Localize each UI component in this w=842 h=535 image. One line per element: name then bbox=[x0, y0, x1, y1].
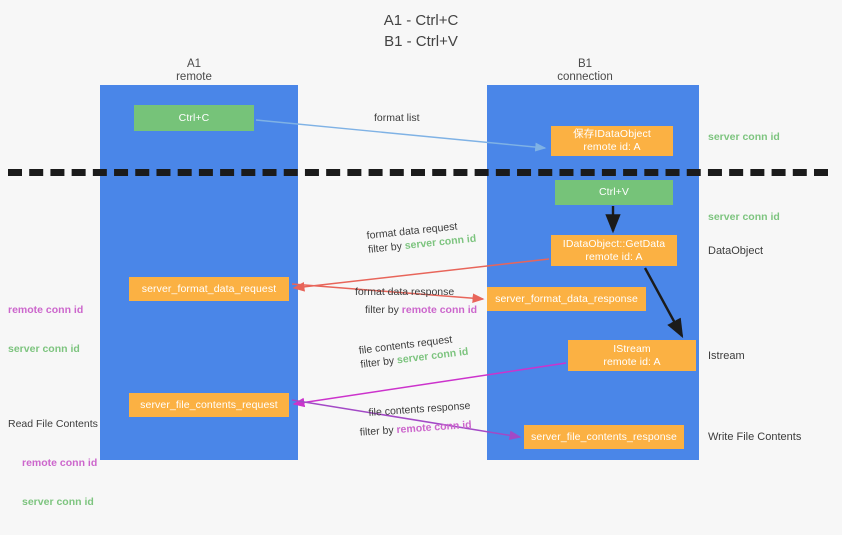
caption-file-contents-response-line1: file contents response bbox=[368, 399, 471, 419]
caption-format-data-response: format data response filter by remote co… bbox=[355, 285, 477, 317]
label-write-file-contents: Write File Contents bbox=[708, 431, 802, 443]
filter-by-text: filter by bbox=[365, 304, 402, 316]
filter-key-remote-conn-id: remote conn id bbox=[401, 304, 478, 316]
label-left-conn-ids-1: remote conn id server conn id bbox=[8, 278, 83, 382]
label-dataobject: DataObject bbox=[708, 245, 764, 257]
caption-format-list: format list bbox=[374, 112, 420, 124]
box-server-file-contents-request-label: server_file_contents_request bbox=[140, 398, 278, 411]
box-ctrl-v[interactable]: Ctrl+V bbox=[555, 180, 673, 205]
caption-format-data-response-line1: format data response bbox=[355, 286, 455, 298]
box-idataobject-getdata[interactable]: IDataObject::GetData remote id: A bbox=[551, 235, 677, 266]
box-server-file-contents-response-label: server_file_contents_response bbox=[531, 430, 677, 443]
caption-file-contents-request: file contents request filter by server c… bbox=[358, 331, 469, 372]
label-server-conn-id-1: server conn id bbox=[8, 343, 80, 355]
filter-by-text: filter by bbox=[359, 424, 397, 439]
caption-file-contents-response: file contents response filter by remote … bbox=[359, 399, 472, 439]
dashed-divider bbox=[8, 169, 828, 176]
label-server-conn-id-top: server conn id bbox=[708, 131, 780, 143]
label-istream: Istream bbox=[708, 350, 745, 362]
page-title: A1 - Ctrl+C B1 - Ctrl+V bbox=[383, 12, 459, 50]
box-ctrl-v-label: Ctrl+V bbox=[598, 186, 630, 198]
box-idataobject-getdata-line1: IDataObject::GetData bbox=[562, 237, 666, 250]
box-istream-line2: remote id: A bbox=[603, 355, 661, 368]
box-ctrl-c-label: Ctrl+C bbox=[178, 111, 210, 124]
column-header-a1: A1 remote bbox=[176, 58, 212, 83]
box-idataobject-getdata-line2: remote id: A bbox=[585, 250, 643, 263]
label-remote-conn-id-1: remote conn id bbox=[8, 304, 84, 316]
filter-by-text: filter by bbox=[359, 354, 398, 371]
label-remote-conn-id-2: remote conn id bbox=[22, 457, 98, 469]
label-server-conn-id-mid: server conn id bbox=[708, 211, 780, 223]
label-server-conn-id-2: server conn id bbox=[22, 496, 94, 508]
caption-format-data-request: format data request filter by server con… bbox=[366, 218, 477, 257]
box-server-file-contents-request[interactable]: server_file_contents_request bbox=[129, 393, 289, 417]
box-istream[interactable]: IStream remote id: A bbox=[568, 340, 696, 371]
filter-by-text: filter by bbox=[367, 240, 406, 256]
box-save-idataobject-line2: remote id: A bbox=[583, 141, 641, 153]
box-server-file-contents-response[interactable]: server_file_contents_response bbox=[524, 425, 684, 449]
diagram-canvas: A1 - Ctrl+C B1 - Ctrl+V A1 remote B1 con… bbox=[8, 12, 828, 508]
caption-file-contents-response-filter: filter by remote conn id bbox=[359, 418, 472, 440]
box-server-format-data-response[interactable]: server_format_data_response bbox=[487, 287, 646, 311]
box-server-format-data-request[interactable]: server_format_data_request bbox=[129, 277, 289, 301]
box-ctrl-c[interactable]: Ctrl+C bbox=[134, 105, 254, 131]
box-save-idataobject[interactable]: 保存IDataObject remote id: A bbox=[551, 126, 673, 156]
label-left-read-file-contents-group: Read File Contents remote conn id server… bbox=[8, 392, 98, 535]
column-header-b1: B1 connection bbox=[557, 58, 613, 83]
caption-format-data-response-filter: filter by remote conn id bbox=[365, 303, 477, 317]
label-read-file-contents: Read File Contents bbox=[8, 418, 98, 430]
box-server-format-data-request-label: server_format_data_request bbox=[141, 282, 277, 295]
box-save-idataobject-line1: 保存IDataObject bbox=[573, 128, 651, 140]
box-istream-line1: IStream bbox=[613, 342, 651, 355]
filter-key-remote-conn-id: remote conn id bbox=[396, 418, 473, 437]
box-server-format-data-response-label: server_format_data_response bbox=[495, 292, 638, 305]
